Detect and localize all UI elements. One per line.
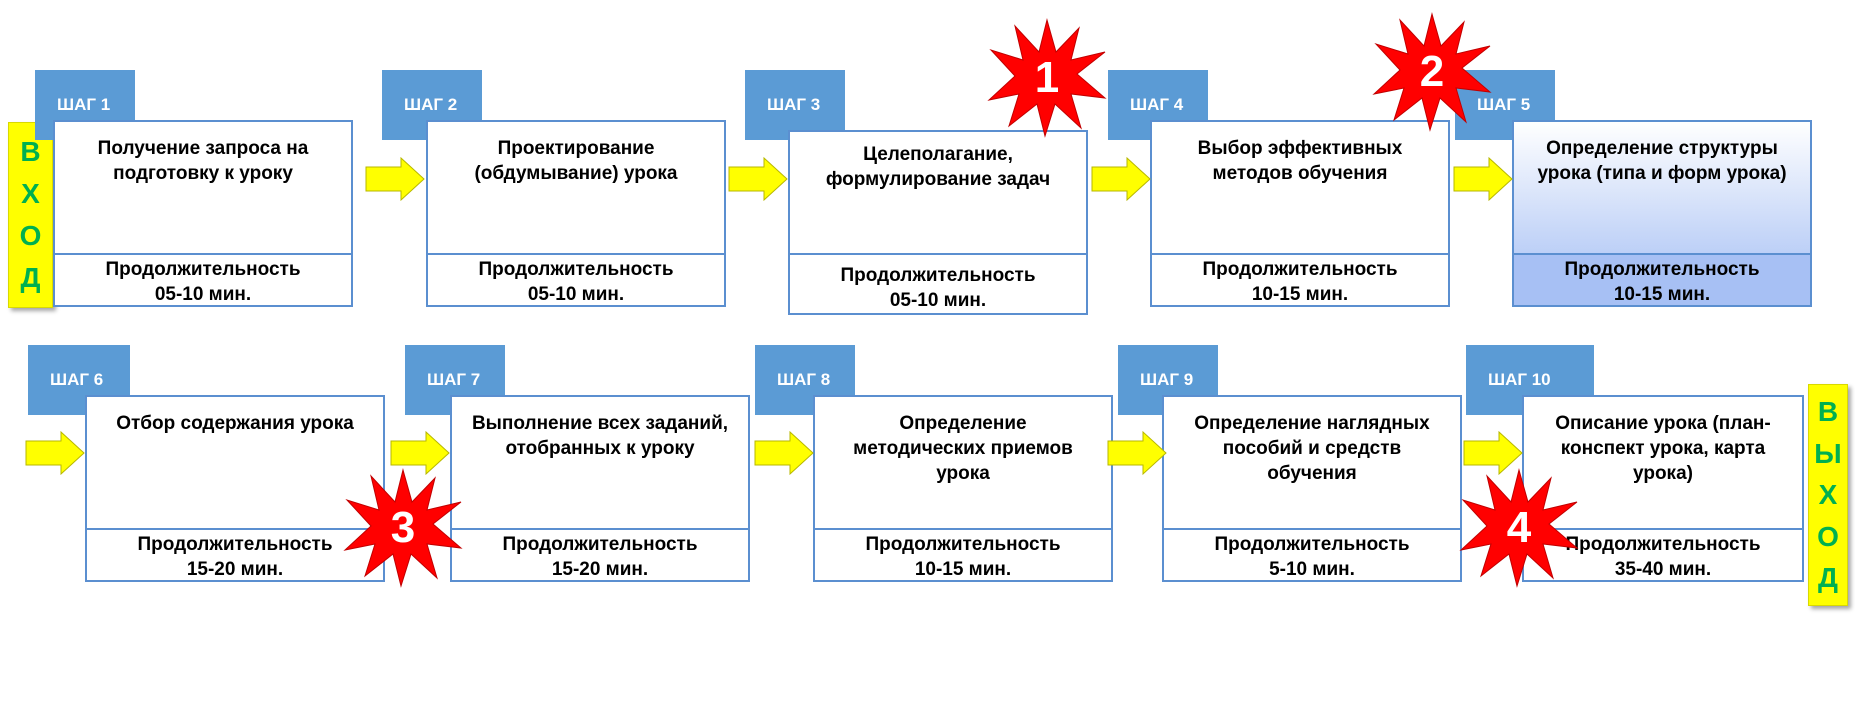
duration-value: 05-10 мин. [527, 284, 625, 305]
entry-letter: В [20, 136, 41, 167]
step-title: Выполнение всех заданий, отобранных к ур… [471, 413, 729, 459]
step-box-1: Получение запроса на подготовку к уроку … [53, 120, 353, 307]
duration-value: 10-15 мин. [1251, 284, 1349, 305]
right-arrow-icon [1463, 431, 1523, 475]
star-number: 2 [1419, 47, 1445, 96]
entry-label: В Х О Д [8, 122, 53, 308]
exit-letter: О [1817, 520, 1839, 552]
star-badge-1: 1 [987, 18, 1107, 138]
step-box-9: Определение наглядных пособий и средств … [1162, 395, 1462, 582]
right-arrow-icon [1091, 157, 1151, 201]
step-duration: Продолжительность 10-15 мин. [1152, 253, 1448, 305]
step-duration: Продолжительность 05-10 мин. [790, 253, 1086, 313]
right-arrow-icon [25, 431, 85, 475]
star-burst-icon [1372, 12, 1492, 132]
duration-label: Продолжительность [105, 259, 301, 280]
duration-value: 15-20 мин. [551, 559, 649, 580]
exit-label: В Ы Х О Д [1808, 384, 1848, 606]
duration-value: 10-15 мин. [914, 559, 1012, 580]
duration-label: Продолжительность [478, 259, 674, 280]
entry-letter: О [19, 220, 42, 251]
right-arrow-icon [365, 157, 425, 201]
star-badge-3: 3 [343, 468, 463, 588]
right-arrow-icon [390, 431, 450, 475]
step-box-10: Описание урока (план-конспект урока, кар… [1522, 395, 1804, 582]
duration-label: Продолжительность [1565, 534, 1761, 555]
step-tab-3: ШАГ 3 [745, 70, 845, 140]
duration-label: Продолжительность [1202, 259, 1398, 280]
right-arrow-icon [1453, 157, 1513, 201]
step-box-8: Определение методических приемов урока П… [813, 395, 1113, 582]
step-title: Получение запроса на подготовку к уроку [97, 138, 309, 184]
step-box-5: Определение структуры урока (типа и форм… [1512, 120, 1812, 307]
duration-value: 05-10 мин. [154, 284, 252, 305]
right-arrow-icon [728, 157, 788, 201]
step-box-6: Отбор содержания урока Продолжительность… [85, 395, 385, 582]
step-box-7: Выполнение всех заданий, отобранных к ур… [450, 395, 750, 582]
duration-value: 15-20 мин. [186, 559, 284, 580]
step-box-3: Целеполагание, формулирование задач Прод… [788, 130, 1088, 315]
step-title: Определение наглядных пособий и средств … [1194, 413, 1430, 484]
step-duration: Продолжительность 5-10 мин. [1164, 528, 1460, 580]
step-duration: Продолжительность 05-10 мин. [55, 253, 351, 305]
duration-label: Продолжительность [840, 265, 1036, 286]
right-arrow-icon [1107, 431, 1167, 475]
step-duration: Продолжительность 15-20 мин. [87, 528, 383, 580]
step-duration: Продолжительность 15-20 мин. [452, 528, 748, 580]
step-duration: Продолжительность 10-15 мин. [1514, 253, 1810, 305]
step-title: Целеполагание, формулирование задач [825, 144, 1051, 190]
star-number: 4 [1506, 503, 1532, 552]
entry-letter: Д [20, 262, 41, 293]
duration-value: 10-15 мин. [1613, 284, 1711, 305]
step-title: Определение структуры урока (типа и форм… [1537, 138, 1787, 184]
duration-label: Продолжительность [502, 534, 698, 555]
step-title: Выбор эффективных методов обучения [1197, 138, 1403, 184]
star-burst-icon [343, 468, 463, 588]
star-burst-icon [987, 18, 1107, 138]
step-box-4: Выбор эффективных методов обучения Продо… [1150, 120, 1450, 307]
exit-letter: Ы [1814, 437, 1842, 469]
duration-value: 35-40 мин. [1614, 559, 1712, 580]
step-duration: Продолжительность 05-10 мин. [428, 253, 724, 305]
step-title: Проектирование (обдумывание) урока [474, 138, 678, 184]
exit-letter: Д [1818, 562, 1838, 593]
entry-letter: Х [21, 178, 40, 209]
star-burst-icon [1459, 468, 1579, 588]
duration-label: Продолжительность [1214, 534, 1410, 555]
exit-letter: Х [1818, 479, 1838, 510]
right-arrow-icon [754, 431, 814, 475]
duration-label: Продолжительность [865, 534, 1061, 555]
step-title: Отбор содержания урока [116, 413, 354, 434]
duration-value: 05-10 мин. [889, 290, 987, 311]
step-title: Описание урока (план-конспект урока, кар… [1555, 413, 1771, 484]
step-title: Определение методических приемов урока [853, 413, 1073, 484]
exit-letter: В [1817, 396, 1839, 427]
star-number: 3 [390, 503, 416, 552]
duration-label: Продолжительность [137, 534, 333, 555]
duration-value: 5-10 мин. [1269, 559, 1355, 580]
star-badge-4: 4 [1459, 468, 1579, 588]
duration-label: Продолжительность [1564, 259, 1760, 280]
step-duration: Продолжительность 35-40 мин. [1524, 528, 1802, 580]
step-box-2: Проектирование (обдумывание) урока Продо… [426, 120, 726, 307]
star-badge-2: 2 [1372, 12, 1492, 132]
step-duration: Продолжительность 10-15 мин. [815, 528, 1111, 580]
star-number: 1 [1034, 53, 1060, 102]
